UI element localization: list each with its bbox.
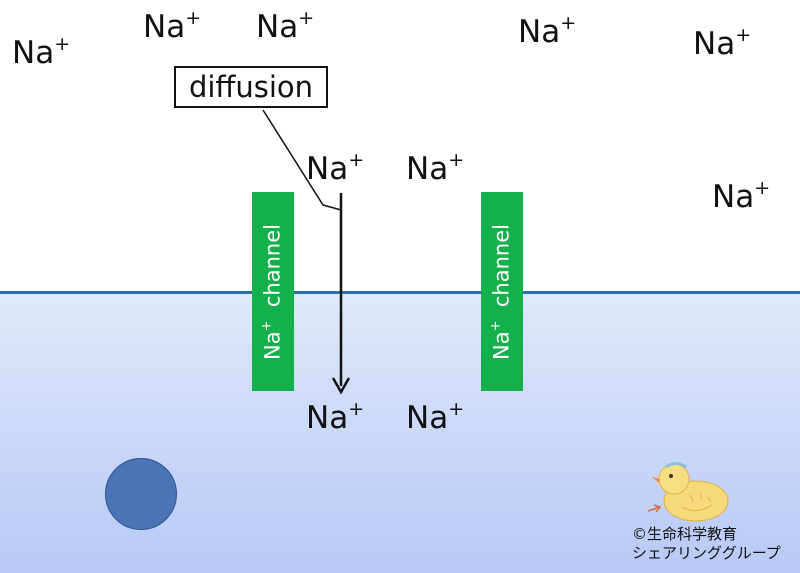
copyright-line-1: ©生命科学教育 <box>632 525 738 543</box>
organelle-circle <box>105 458 177 530</box>
sodium-ion-outside: Na+ <box>518 12 577 50</box>
sodium-ion-inside: Na+ <box>406 398 465 436</box>
sodium-ion-outside: Na+ <box>12 33 71 71</box>
diffusion-arrow-head <box>331 377 351 395</box>
diffusion-label: diffusion <box>188 70 314 104</box>
sodium-ion-outside: Na+ <box>256 7 315 45</box>
chick-mascot-icon <box>647 462 729 522</box>
sodium-ion-outside: Na+ <box>406 149 465 187</box>
cell-membrane <box>0 291 800 294</box>
sodium-ion-outside: Na+ <box>712 177 771 215</box>
sodium-channel-right: Na+ channel <box>481 192 523 391</box>
sodium-ion-outside: Na+ <box>143 7 202 45</box>
copyright-text: ©生命科学教育 シェアリンググループ <box>632 525 781 563</box>
sodium-channel-left: Na+ channel <box>252 192 294 391</box>
sodium-ion-inside: Na+ <box>306 398 365 436</box>
copyright-line-2: シェアリンググループ <box>632 544 781 562</box>
sodium-ion-outside: Na+ <box>693 24 752 62</box>
diffusion-label-box: diffusion <box>174 66 328 108</box>
callout-line <box>262 109 342 211</box>
sodium-ion-outside: Na+ <box>306 149 365 187</box>
